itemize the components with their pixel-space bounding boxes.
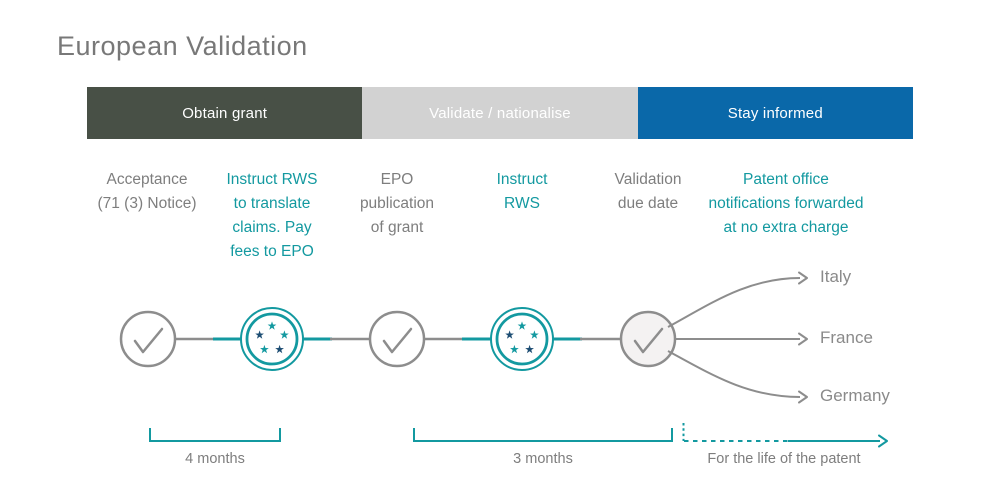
duration-label-4-months: 4 months <box>185 451 245 467</box>
life-of-patent-arrow-icon <box>682 423 888 448</box>
step-label-instruct-rws: Instruct RWS <box>496 171 548 212</box>
check-circle-icon <box>619 310 677 368</box>
step-label-acceptance: Acceptance (71 (3) Notice) <box>97 171 197 212</box>
duration-bracket-4-months <box>149 428 281 442</box>
phase-label: Stay informed <box>727 104 823 122</box>
rws-stars-icon <box>240 307 304 371</box>
check-circle-icon <box>368 310 426 368</box>
page-title: European Validation <box>57 31 308 61</box>
step-label-instruct-rws-translate: Instruct RWS to translate claims. Pay fe… <box>226 171 318 260</box>
rws-stars-icon <box>490 307 554 371</box>
phase-obtain-grant: Obtain grant <box>87 87 363 139</box>
branch-arrow-icon <box>667 271 808 328</box>
country-label-france: France <box>820 328 873 347</box>
phase-bar: Obtain grant Validate / nationalise Stay… <box>87 87 913 139</box>
phase-stay-informed: Stay informed <box>637 87 913 139</box>
branch-arrow-icon <box>675 332 808 346</box>
duration-label-life-of-patent: For the life of the patent <box>707 451 861 467</box>
duration-label-3-months: 3 months <box>513 451 573 467</box>
country-label-germany: Germany <box>820 386 890 405</box>
phase-validate-nationalise: Validate / nationalise <box>362 87 638 139</box>
country-label-italy: Italy <box>820 267 852 286</box>
phase-label: Validate / nationalise <box>429 104 571 122</box>
step-label-epo-publication: EPO publication of grant <box>359 171 435 236</box>
branch-arrow-icon <box>667 350 808 404</box>
step-label-validation-due-date: Validation due date <box>614 171 682 212</box>
check-circle-icon <box>119 310 177 368</box>
duration-bracket-3-months <box>413 428 673 442</box>
phase-label: Obtain grant <box>182 104 268 122</box>
step-label-patent-office-notifications: Patent office notifications forwarded at… <box>708 171 864 236</box>
